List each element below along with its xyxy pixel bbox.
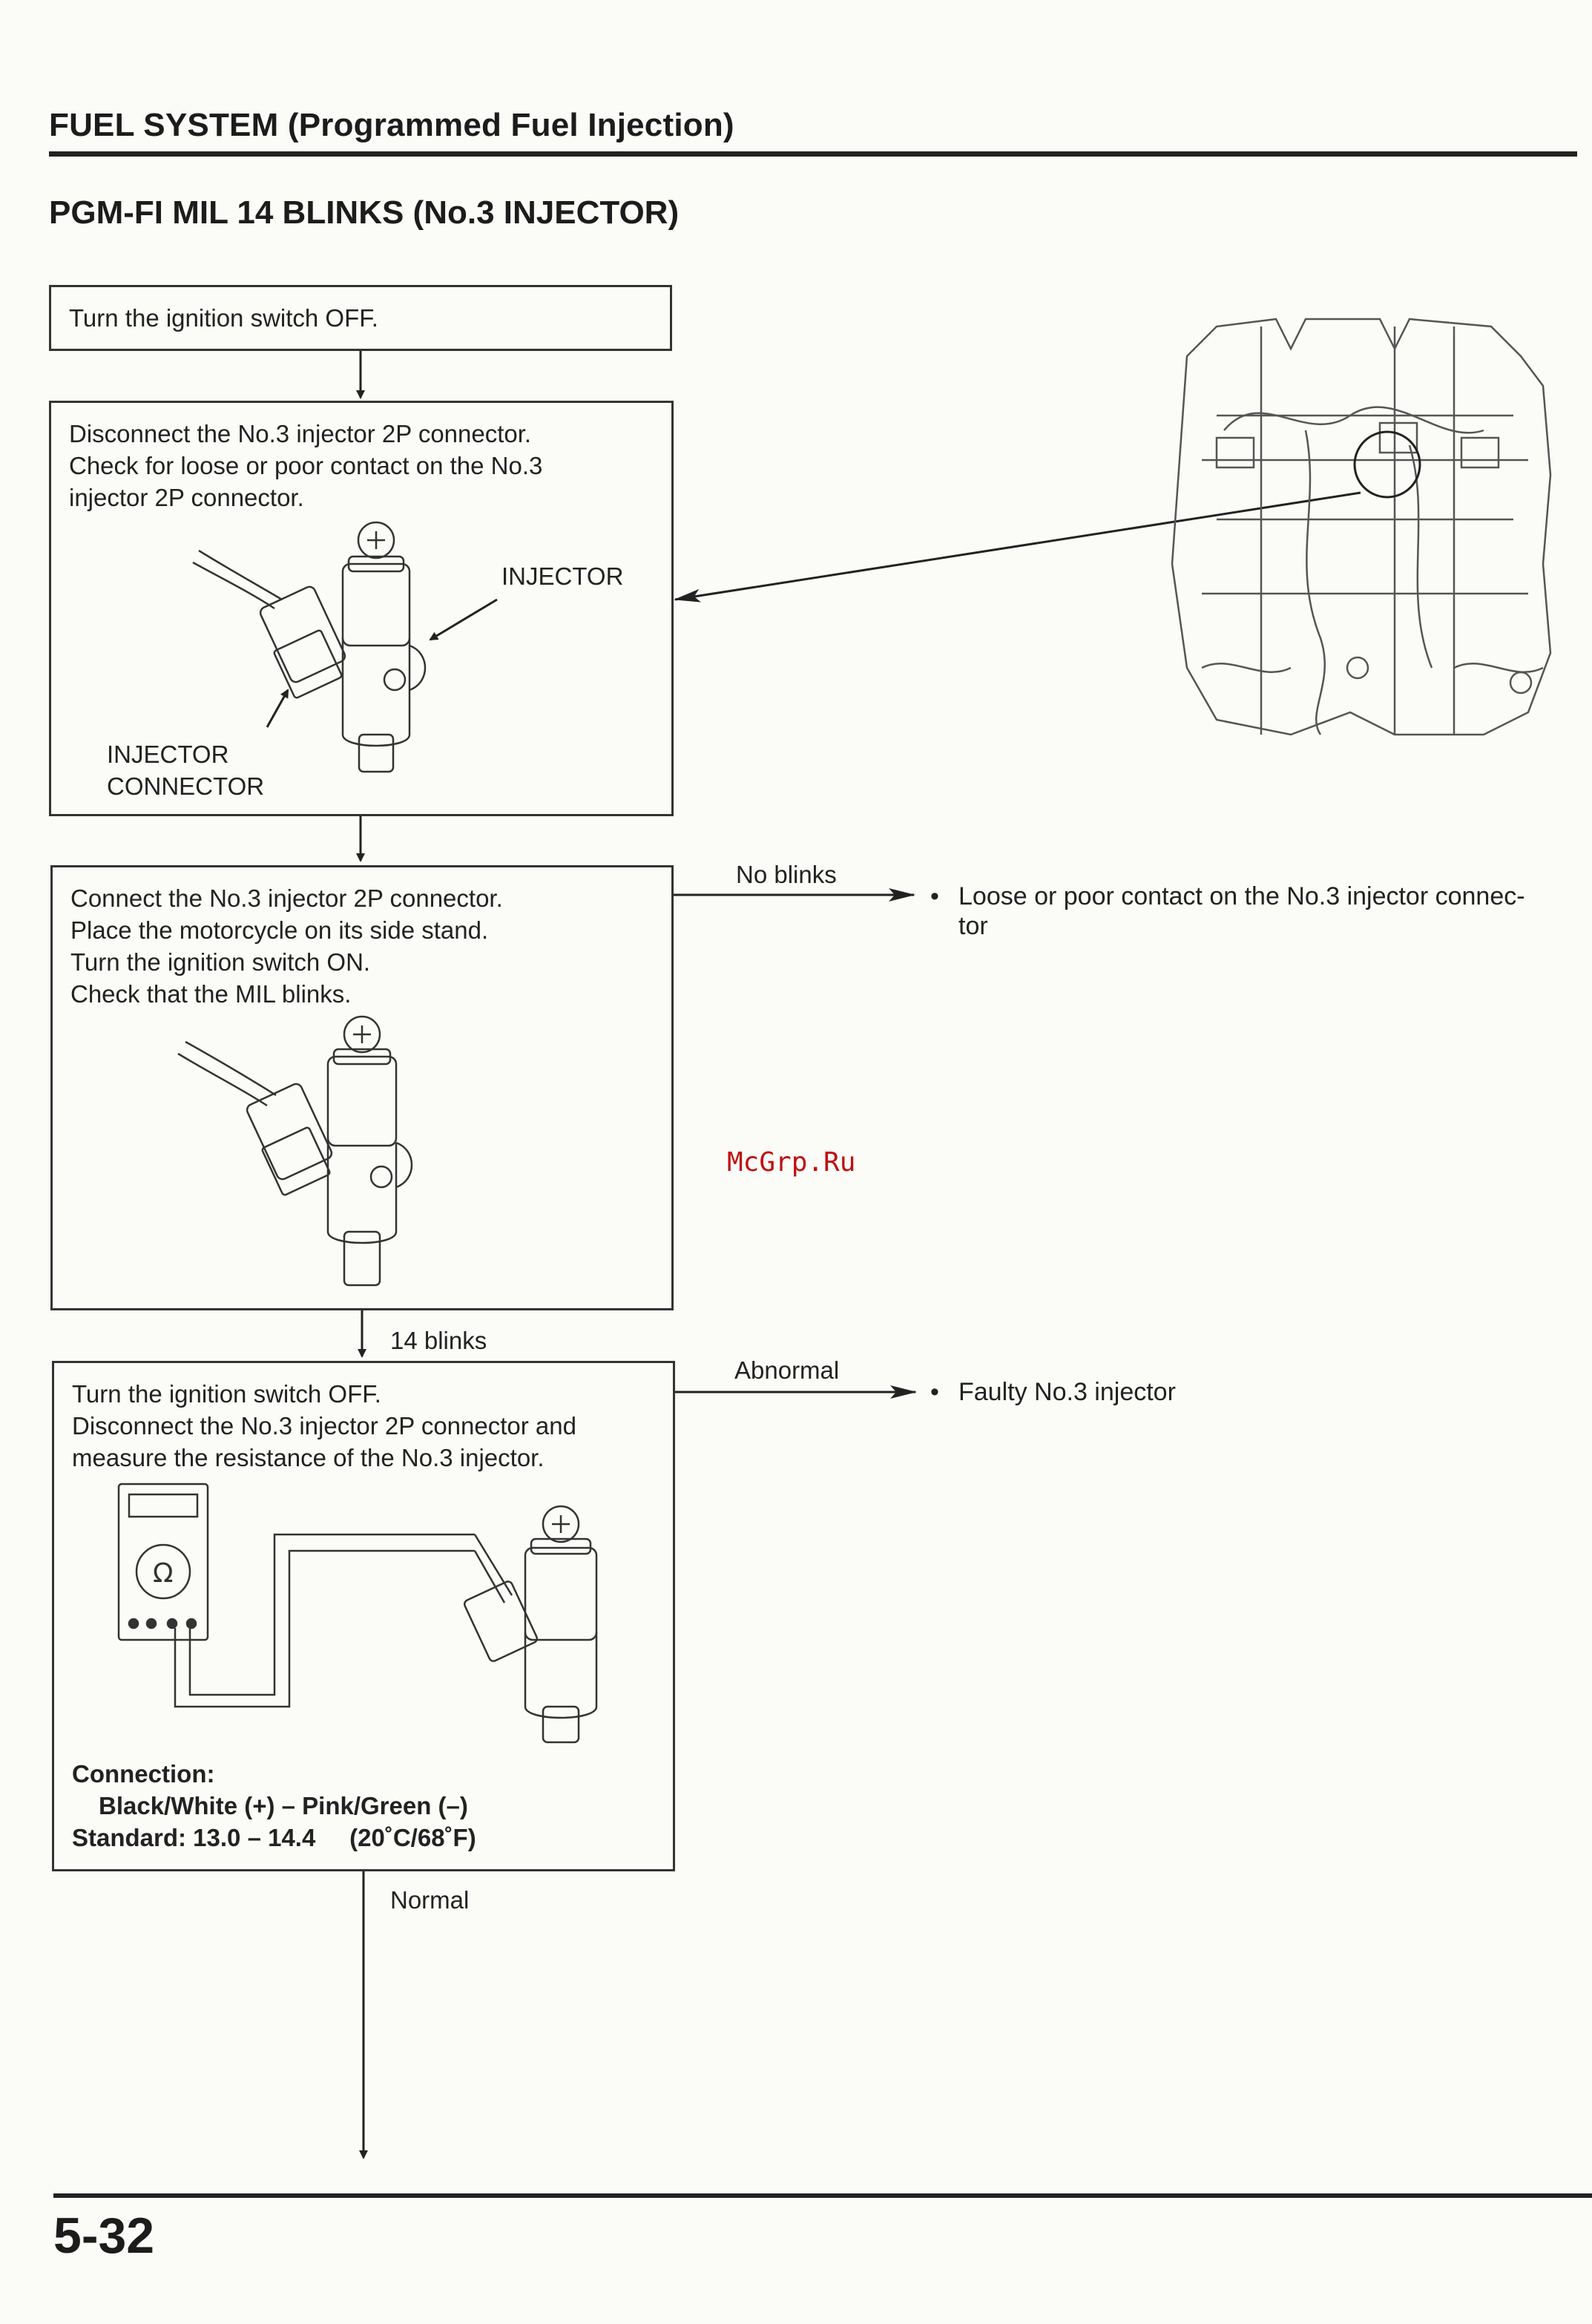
svg-text:Ω: Ω [153,1558,174,1589]
step-2-line-2: Check for loose or poor contact on the N… [69,452,543,479]
bullet-mark: • [930,1378,939,1406]
injector-connector-label-1: INJECTOR [107,741,229,768]
header-rule [49,151,1577,157]
step-3-line-1: Connect the No.3 injector 2P connector. [70,884,503,912]
step-4-line-3: measure the resistance of the No.3 injec… [72,1444,545,1471]
injector-illustration-step2 [192,521,427,773]
page-heading: PGM-FI MIL 14 BLINKS (No.3 INJECTOR) [49,194,680,231]
connection-label: Connection: [72,1760,215,1788]
injector-illustration-step3 [177,1015,413,1287]
branch-normal: Normal [390,1886,470,1914]
injector-label-leader [429,598,498,641]
result-loose-contact: • Loose or poor contact on the No.3 inje… [930,882,1583,941]
step-3-line-2: Place the motorcycle on its side stand. [70,916,489,944]
page-number: 5-32 [53,2208,155,2264]
branch-abnormal: Abnormal [734,1356,840,1384]
injector-connector-label-2: CONNECTOR [107,772,265,800]
connection-value: Black/White (+) – Pink/Green (–) [99,1792,468,1819]
step-3-line-3: Turn the ignition switch ON. [70,948,371,976]
arrow-engine-pointer [674,491,1361,603]
step-3-box: Connect the No.3 injector 2P connector. … [50,865,674,1310]
step-3-line-4: Check that the MIL blinks. [70,980,352,1008]
section-title: FUEL SYSTEM (Programmed Fuel Injection) [49,107,734,143]
step-4-line-1: Turn the ignition switch OFF. [72,1380,381,1408]
bullet-mark: • [930,882,939,910]
result-faulty-injector: • Faulty No.3 injector [930,1377,1375,1407]
engine-illustration [1171,318,1552,736]
standard-value: Standard: 13.0 – 14.4 (20˚C/68˚F) [72,1824,476,1851]
result-faulty-injector-text: Faulty No.3 injector [958,1378,1176,1406]
step-2-box: Disconnect the No.3 injector 2P connecto… [49,401,674,816]
injector-label: INJECTOR [501,562,624,590]
watermark: McGrp.Ru [727,1147,856,1178]
branch-14-blinks: 14 blinks [390,1327,487,1354]
footer-rule [53,2193,1592,2198]
step-2-line-3: injector 2P connector. [69,484,304,511]
step-1-box: Turn the ignition switch OFF. [49,285,672,351]
step-4-box: Turn the ignition switch OFF. Disconnect… [52,1361,675,1871]
branch-no-blinks: No blinks [736,861,837,888]
step-4-line-2: Disconnect the No.3 injector 2P connecto… [72,1412,576,1440]
result-loose-contact-line-1: Loose or poor contact on the No.3 inject… [958,882,1525,910]
result-loose-contact-line-2: tor [958,912,988,940]
multimeter-illustration: Ω [117,1483,598,1744]
step-2-line-1: Disconnect the No.3 injector 2P connecto… [69,420,532,447]
step-1-line-1: Turn the ignition switch OFF. [69,304,378,332]
